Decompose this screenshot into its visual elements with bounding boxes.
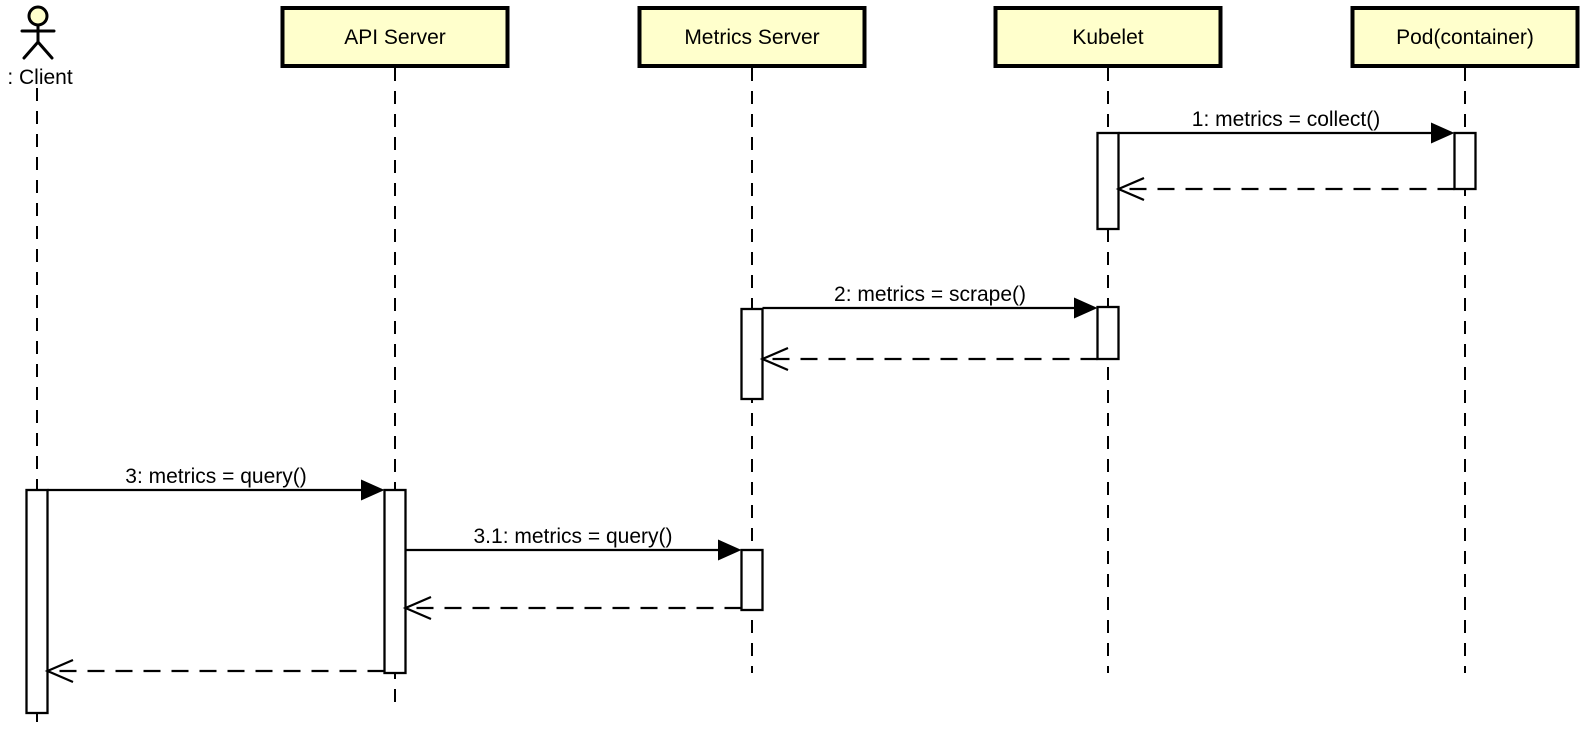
activation-kubelet-1 bbox=[1096, 131, 1120, 231]
participant-box bbox=[1350, 6, 1580, 68]
arrowhead-open-icon bbox=[1115, 176, 1145, 202]
activation-client bbox=[25, 488, 49, 715]
message-2-scrape: 2: metrics = scrape() bbox=[762, 283, 1098, 319]
participant-label: Pod(container) bbox=[1396, 26, 1534, 49]
participant-label: API Server bbox=[344, 26, 446, 49]
return-message-1 bbox=[1115, 176, 1455, 202]
activation-metrics-server-1 bbox=[740, 307, 764, 401]
arrowhead-solid-icon bbox=[1431, 122, 1455, 144]
return-message-2 bbox=[759, 346, 1098, 372]
actor-head-icon bbox=[27, 5, 49, 27]
participant-pod: Pod(container) bbox=[1350, 6, 1580, 68]
participant-metrics-server: Metrics Server bbox=[637, 6, 867, 68]
message-1-collect: 1: metrics = collect() bbox=[1118, 108, 1455, 144]
actor-client: : Client bbox=[7, 5, 73, 89]
participant-box bbox=[280, 6, 510, 68]
participant-api-server: API Server bbox=[280, 6, 510, 68]
return-message-3 bbox=[44, 658, 385, 684]
message-3-query: 3: metrics = query() bbox=[47, 465, 385, 501]
message-label: 3.1: metrics = query() bbox=[474, 525, 673, 548]
arrowhead-open-icon bbox=[759, 346, 789, 372]
activation-kubelet-2 bbox=[1096, 305, 1120, 361]
arrowhead-solid-icon bbox=[1074, 297, 1098, 319]
message-3-1-query: 3.1: metrics = query() bbox=[405, 525, 742, 561]
arrowhead-solid-icon bbox=[718, 539, 742, 561]
message-label: 1: metrics = collect() bbox=[1192, 108, 1380, 131]
arrowhead-solid-icon bbox=[361, 479, 385, 501]
arrowhead-open-icon bbox=[44, 658, 74, 684]
arrowhead-open-icon bbox=[402, 595, 432, 621]
activation-pod bbox=[1453, 131, 1477, 191]
actor-label: : Client bbox=[7, 66, 73, 89]
activation-api-server bbox=[383, 488, 407, 675]
participant-label: Metrics Server bbox=[684, 26, 819, 49]
return-message-3-1 bbox=[402, 595, 742, 621]
actor-stick-figure-icon bbox=[20, 23, 56, 60]
participant-label: Kubelet bbox=[1072, 26, 1143, 49]
participant-box bbox=[993, 6, 1223, 68]
message-label: 3: metrics = query() bbox=[125, 465, 306, 488]
participant-kubelet: Kubelet bbox=[993, 6, 1223, 68]
activation-metrics-server-2 bbox=[740, 548, 764, 612]
message-label: 2: metrics = scrape() bbox=[834, 283, 1026, 306]
participant-box bbox=[637, 6, 867, 68]
